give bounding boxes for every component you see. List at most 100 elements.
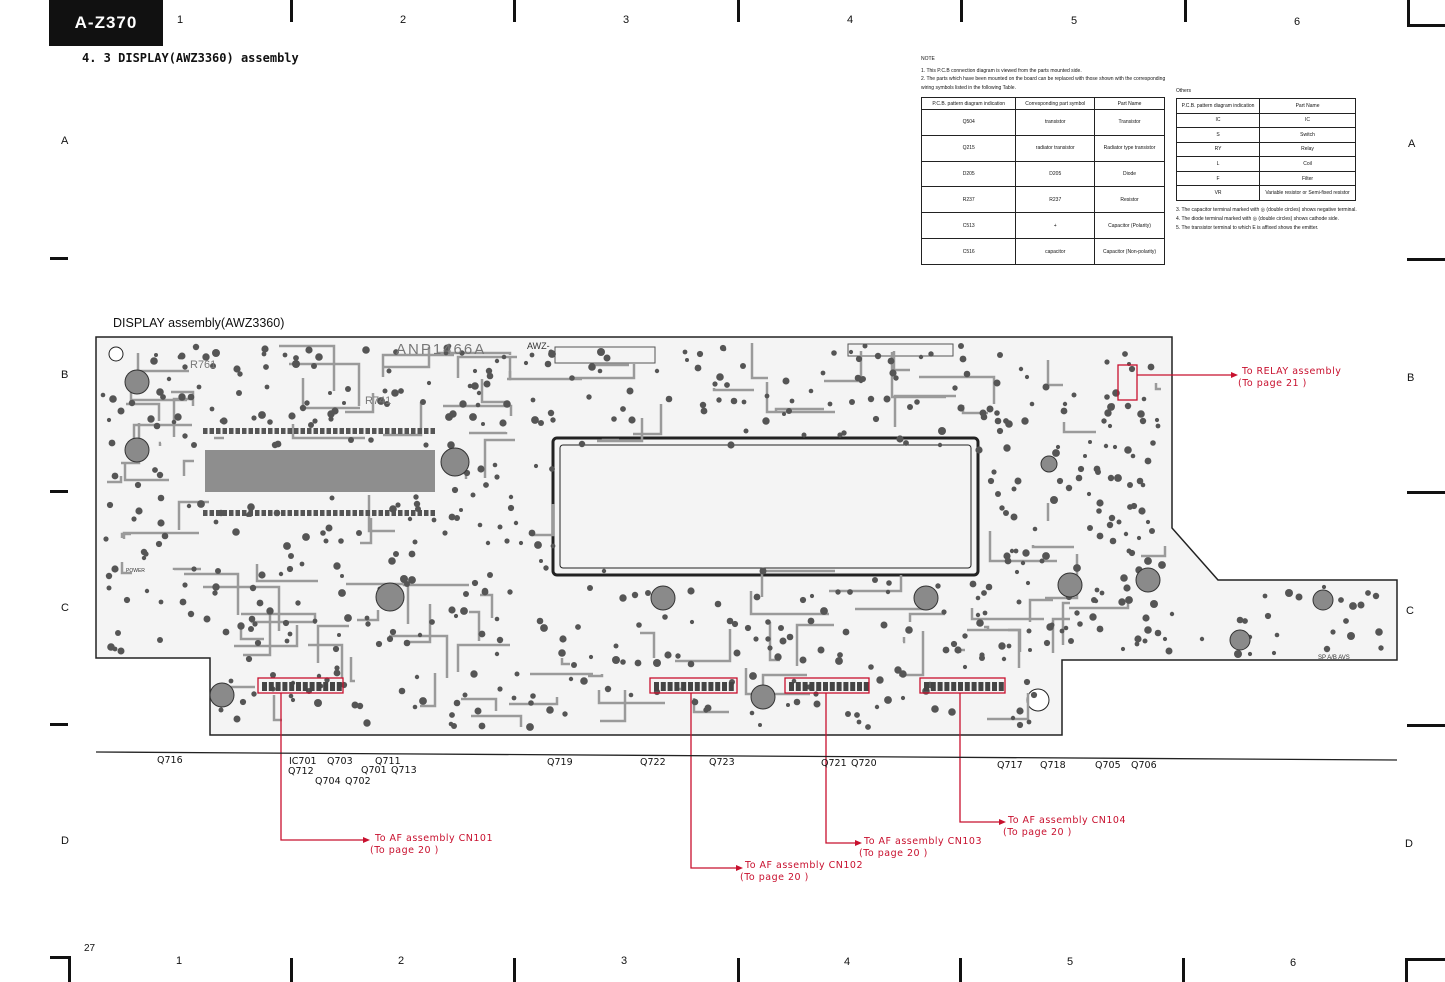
solder-pad [356, 702, 364, 710]
solder-pad [135, 507, 143, 515]
solder-pad [523, 360, 529, 366]
solder-pad [398, 388, 404, 394]
connector-pin [816, 682, 822, 691]
solder-pad [481, 422, 485, 426]
copper-trace [243, 611, 272, 657]
solder-pad [1123, 531, 1129, 537]
arrow-icon [855, 840, 862, 846]
solder-pad [699, 401, 707, 409]
solder-pad [1003, 444, 1011, 452]
solder-pad [504, 538, 510, 544]
connector-pin [667, 682, 673, 691]
connector-pin [289, 682, 295, 691]
solder-pad [867, 395, 875, 403]
arrow-icon [1231, 372, 1238, 378]
ic-pin [333, 510, 338, 516]
corner-mark [1405, 958, 1408, 982]
note-item: 1. This P.C.B connection diagram is view… [921, 67, 1082, 74]
solder-pad [362, 346, 370, 354]
ic-pin [222, 510, 227, 516]
solder-pad [288, 412, 296, 420]
cn101-highlight [257, 677, 344, 694]
solder-pad [813, 700, 821, 708]
solder-pad [320, 530, 326, 536]
solder-pad [1032, 526, 1038, 532]
ic-pin [424, 428, 429, 434]
arrow-icon [363, 837, 370, 843]
solder-pad [789, 398, 795, 404]
solder-pad [477, 522, 483, 528]
copper-trace [919, 375, 996, 404]
connector-pin [802, 682, 808, 691]
solder-pad [284, 638, 290, 644]
ic-pin [411, 428, 416, 434]
solder-pad [150, 357, 158, 365]
solder-pad [1122, 351, 1128, 357]
note-item: 3. The capacitor terminal marked with ◎ … [1176, 207, 1357, 213]
copper-trace [572, 364, 636, 380]
copper-trace [588, 674, 604, 678]
row-letter: A [1408, 138, 1416, 150]
solder-pad [578, 440, 586, 448]
copper-trace [367, 495, 395, 533]
column-number: 2 [398, 955, 405, 967]
solder-pad [365, 621, 371, 627]
solder-pad [1104, 394, 1110, 400]
solder-pad [1109, 537, 1117, 545]
solder-pad [550, 543, 556, 549]
connector-pin [951, 682, 957, 691]
solder-pad [782, 412, 786, 416]
grid-tick [737, 0, 740, 22]
solder-pad [539, 559, 543, 563]
solder-pad [467, 383, 473, 389]
display-ic-area [205, 450, 435, 492]
divider-line [95, 751, 1398, 761]
solder-pad [171, 419, 177, 425]
part-label: IC701 [289, 756, 317, 767]
grid-tick [290, 958, 293, 982]
ic-pin [320, 510, 325, 516]
solder-pad [626, 387, 634, 395]
solder-pad [215, 568, 221, 574]
solder-pad [724, 382, 730, 388]
copper-trace [469, 610, 481, 641]
solder-pad [1029, 401, 1035, 407]
solder-pad [549, 466, 555, 472]
leader-line [825, 693, 856, 844]
others-heading: Others [1176, 88, 1192, 94]
solder-pad [192, 343, 200, 351]
copper-trace [970, 608, 1044, 621]
solder-pad [996, 427, 1004, 435]
solder-pad [1096, 508, 1102, 514]
ic-pin [235, 510, 240, 516]
connector-pin [701, 682, 707, 691]
solder-pad [1096, 625, 1104, 633]
solder-pad [799, 656, 807, 664]
solder-pad [1144, 457, 1152, 465]
solder-pad [1134, 635, 1142, 643]
solder-pad [384, 401, 390, 407]
solder-pad [503, 400, 511, 408]
ic-pin [404, 428, 409, 434]
ic-pin [281, 428, 286, 434]
solder-pad [849, 399, 855, 405]
solder-pad [312, 418, 318, 424]
solder-pad [218, 707, 224, 713]
part-label: Q711 [375, 756, 401, 767]
copper-trace [360, 518, 373, 545]
copper-trace [381, 353, 454, 377]
solder-pad [880, 621, 888, 629]
solder-pad [153, 422, 161, 430]
ic-pin [294, 510, 299, 516]
part-label: Q713 [391, 765, 417, 776]
switch-knob [750, 684, 776, 710]
copper-trace [480, 379, 505, 404]
solder-pad [662, 614, 668, 620]
solder-pad [1154, 629, 1162, 637]
solder-pad [528, 700, 534, 706]
solder-pad [744, 624, 752, 632]
solder-pad [1010, 715, 1016, 721]
solder-pad [497, 524, 503, 530]
copper-trace [902, 637, 906, 644]
switch-knob [375, 582, 405, 612]
